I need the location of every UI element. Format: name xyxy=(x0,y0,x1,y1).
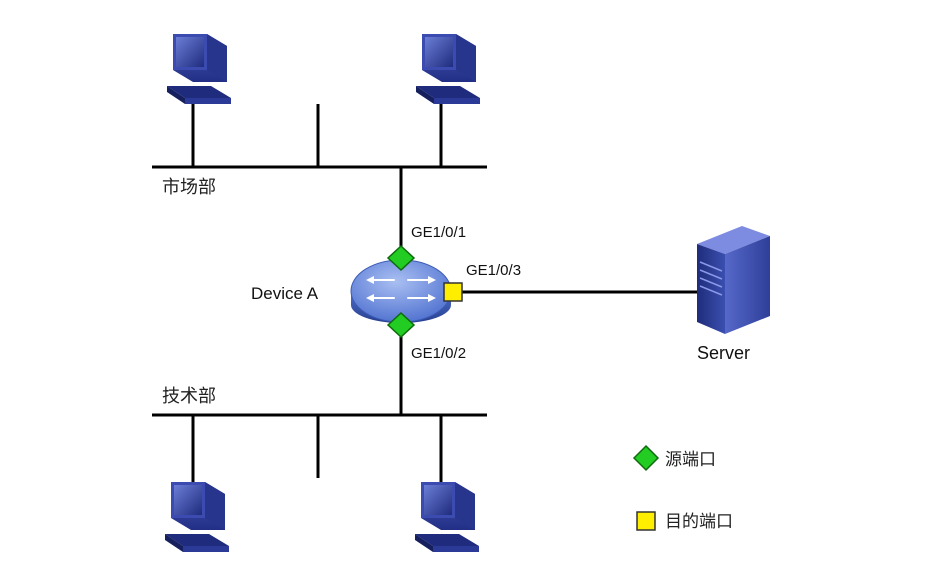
pc-bottom-right-icon xyxy=(415,482,479,552)
port-ge1-0-3-label: GE1/0/3 xyxy=(466,262,521,279)
segment-bottom-label: 技术部 xyxy=(162,386,216,407)
legend-source-label: 源端口 xyxy=(665,450,716,470)
pc-bottom-left-icon xyxy=(165,482,229,552)
legend-source-marker xyxy=(632,444,660,472)
server-icon xyxy=(697,226,770,334)
legend-destination-label: 目的端口 xyxy=(665,512,733,532)
port-ge1-0-3-marker xyxy=(443,282,463,302)
legend: 源端口 目的端口 xyxy=(632,444,733,532)
wiring xyxy=(152,96,700,488)
server-label: Server xyxy=(697,343,750,363)
legend-destination-marker xyxy=(636,511,656,531)
port-ge1-0-1-marker xyxy=(386,244,416,272)
pc-top-right-icon xyxy=(416,34,480,104)
device-label: Device A xyxy=(251,284,319,303)
segment-top-label: 市场部 xyxy=(162,177,216,198)
port-ge1-0-2-marker xyxy=(386,311,416,339)
switch-icon xyxy=(350,259,452,323)
port-ge1-0-1-label: GE1/0/1 xyxy=(411,224,466,241)
pc-top-left-icon xyxy=(167,34,231,104)
port-ge1-0-2-label: GE1/0/2 xyxy=(411,345,466,362)
